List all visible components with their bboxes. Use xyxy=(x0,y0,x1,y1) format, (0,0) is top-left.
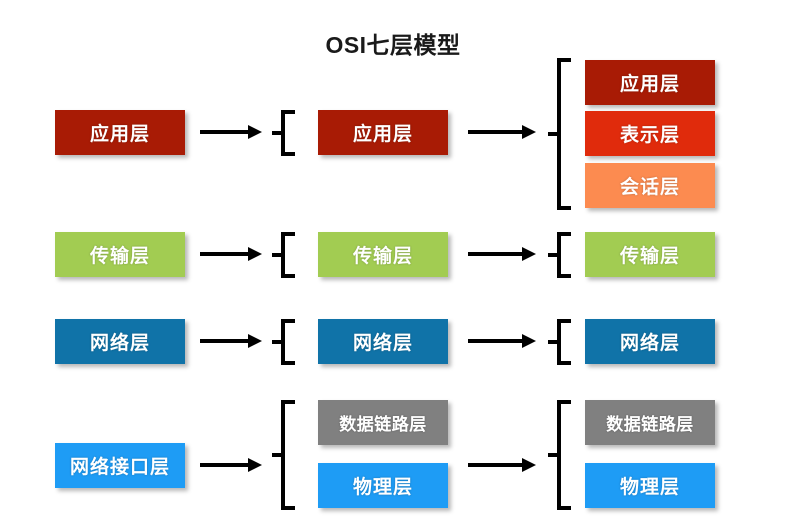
box-label: 传输层 xyxy=(352,246,413,267)
arrow-r1-col2-col3 xyxy=(468,125,536,139)
box-label: 网络层 xyxy=(619,333,680,354)
box-label: 应用层 xyxy=(89,124,150,145)
box-label: 会话层 xyxy=(619,177,680,198)
page-title: OSI七层模型 xyxy=(325,32,461,58)
arrow-r1-col1-col2 xyxy=(200,125,262,139)
brace-r1-col2 xyxy=(272,110,296,156)
box-r4c3-data-link: 数据链路层 xyxy=(585,400,715,445)
arrow-r4-col1-col2 xyxy=(200,458,262,472)
box-r4c2-physical: 物理层 xyxy=(318,463,448,508)
arrow-r2-col2-col3 xyxy=(468,247,536,261)
box-r2c3-transport: 传输层 xyxy=(585,232,715,277)
box-label: 网络接口层 xyxy=(69,457,170,478)
box-label: 数据链路层 xyxy=(339,415,427,434)
brace-r4-col2 xyxy=(272,400,296,510)
box-label: 物理层 xyxy=(619,477,680,498)
brace-r2-col2 xyxy=(272,232,296,278)
box-r1c3-presentation: 表示层 xyxy=(585,111,715,156)
box-r4c2-data-link: 数据链路层 xyxy=(318,400,448,445)
arrow-r2-col1-col2 xyxy=(200,247,262,261)
box-r3c1-network: 网络层 xyxy=(55,319,185,364)
arrow-r3-col2-col3 xyxy=(468,334,536,348)
brace-r1-col3 xyxy=(548,58,572,210)
box-r3c2-network: 网络层 xyxy=(318,319,448,364)
box-r4c3-physical: 物理层 xyxy=(585,463,715,508)
box-label: 传输层 xyxy=(619,246,680,267)
box-r2c2-transport: 传输层 xyxy=(318,232,448,277)
box-label: 应用层 xyxy=(352,124,413,145)
box-r1c3-application: 应用层 xyxy=(585,60,715,105)
brace-r2-col3 xyxy=(548,232,572,278)
brace-r3-col2 xyxy=(272,319,296,365)
box-label: 数据链路层 xyxy=(606,415,694,434)
arrow-r3-col1-col2 xyxy=(200,334,262,348)
box-r3c3-network: 网络层 xyxy=(585,319,715,364)
box-r2c1-transport: 传输层 xyxy=(55,232,185,277)
box-label: 应用层 xyxy=(619,74,680,95)
box-r4c1-network-interface: 网络接口层 xyxy=(55,443,185,488)
box-r1c2-application: 应用层 xyxy=(318,110,448,155)
brace-r4-col3 xyxy=(548,400,572,510)
box-label: 网络层 xyxy=(352,333,413,354)
arrow-r4-col2-col3 xyxy=(468,458,536,472)
box-r1c1-application: 应用层 xyxy=(55,110,185,155)
box-label: 传输层 xyxy=(89,246,150,267)
box-label: 物理层 xyxy=(352,477,413,498)
box-r1c3-session: 会话层 xyxy=(585,163,715,208)
brace-r3-col3 xyxy=(548,319,572,365)
box-label: 网络层 xyxy=(89,333,150,354)
box-label: 表示层 xyxy=(619,125,680,146)
